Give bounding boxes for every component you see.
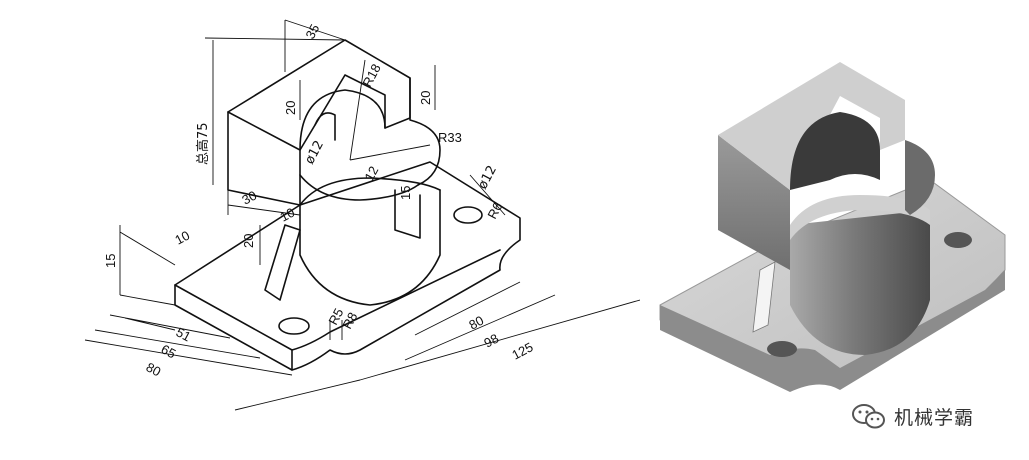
dim-80-left: 80 bbox=[144, 359, 164, 379]
dim-51: 51 bbox=[174, 324, 194, 344]
dim-15-base: 15 bbox=[103, 254, 118, 268]
upper-block-render bbox=[718, 62, 935, 270]
dim-12: 12 bbox=[361, 164, 381, 184]
dim-total-height: 总高75 bbox=[195, 122, 211, 165]
shaded-3d-render bbox=[659, 62, 1006, 392]
dim-r5: R5 bbox=[325, 306, 346, 328]
dim-20-top-right: 20 bbox=[418, 91, 433, 105]
cylinder-body bbox=[299, 189, 441, 306]
dim-r8: R8 bbox=[339, 310, 360, 332]
wechat-icon bbox=[852, 404, 885, 429]
dim-10-left: 10 bbox=[172, 228, 192, 248]
dim-30: 30 bbox=[239, 188, 259, 208]
cylinder-top bbox=[299, 177, 441, 206]
upper-block-top bbox=[227, 39, 411, 151]
dim-98: 98 bbox=[481, 331, 501, 351]
bore-bottom bbox=[299, 174, 419, 201]
slot bbox=[394, 189, 421, 239]
dim-r18: R18 bbox=[359, 61, 383, 89]
dim-r33: R33 bbox=[438, 130, 462, 145]
bore-top bbox=[299, 89, 386, 151]
isometric-dimension-drawing: 35 总高75 R18 20 20 ø12 R33 12 15 ø12 R6 3… bbox=[84, 19, 640, 411]
dim-10-rib: 10 bbox=[277, 205, 297, 225]
dim-35: 35 bbox=[302, 22, 322, 42]
base-plate-outline bbox=[174, 161, 521, 371]
hole-front bbox=[278, 317, 310, 335]
upper-block-front bbox=[227, 111, 301, 206]
dim-r6-right: R6 bbox=[484, 200, 505, 222]
dim-65: 65 bbox=[159, 341, 179, 361]
dim-phi12-right: ø12 bbox=[475, 163, 500, 192]
rib-render bbox=[752, 261, 776, 333]
upper-block-side bbox=[409, 77, 441, 186]
cylinder-render bbox=[790, 195, 930, 355]
bore-inner bbox=[314, 112, 336, 141]
base-plate-top-edge bbox=[174, 249, 501, 351]
dim-phi12-left: ø12 bbox=[302, 138, 327, 167]
dim-80-right: 80 bbox=[466, 313, 486, 333]
dim-15-slot: 15 bbox=[398, 186, 413, 200]
watermark-text: 机械学霸 bbox=[894, 406, 975, 429]
watermark: 机械学霸 bbox=[850, 400, 974, 432]
hole-right bbox=[453, 206, 483, 224]
dim-20-rib: 20 bbox=[241, 234, 256, 248]
rib bbox=[264, 224, 301, 301]
dim-20-top-left: 20 bbox=[283, 101, 298, 115]
dim-125: 125 bbox=[509, 339, 535, 362]
dim-lines bbox=[84, 19, 640, 411]
